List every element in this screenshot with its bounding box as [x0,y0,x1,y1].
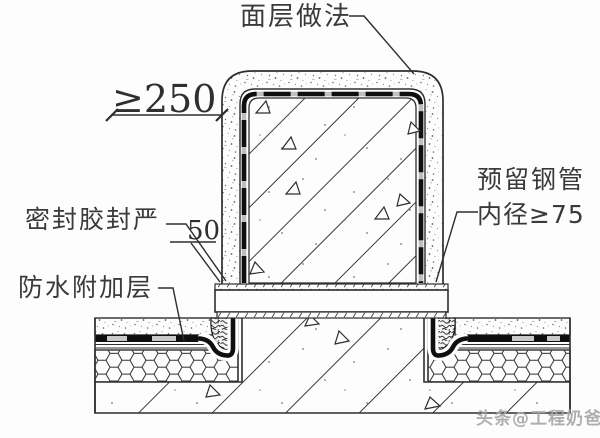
separation-layer-lines-right [456,344,570,349]
waterproof-added-layer-label: 防水附加层 [18,273,153,302]
flange-bottom-strip [216,311,447,319]
sealant-dimension: 50 [187,216,220,246]
membrane-gap [152,336,176,341]
membrane-gap [512,336,534,341]
waterproof-membrane-left [95,335,203,342]
dim-250-ticks [105,108,229,122]
flange-top-strip [214,283,449,291]
screed-layer-left [94,317,214,336]
membrane-gap [547,336,560,341]
min-height-dimension: ≥250 [112,77,216,121]
pipe-curb [221,70,444,284]
reserved-pipe-label-line2: 内径≥75 [477,200,585,229]
watermark: 头条@工程奶爸 [476,408,600,429]
cap-outer-edge [221,70,444,284]
concrete-triangle-symbols [205,313,442,410]
flange-plate [214,283,449,319]
leader-reserved-pipe [435,211,478,283]
structural-slab [94,313,571,414]
core-aggregate-dots [249,98,416,283]
sealant-label: 密封胶封严 [25,205,160,234]
membrane-gap [107,336,127,341]
flange-body [214,289,449,313]
concrete-triangle-symbols [249,99,422,275]
membrane-wrap-left [196,316,236,358]
cap-inner-edge [239,88,426,284]
penetration-sealant [196,313,470,362]
surface-finish-label: 面层做法 [240,2,352,32]
leader-surface-finish [349,15,415,75]
leader-waterproof-layer [158,287,185,342]
screed-layer-right [454,317,571,336]
curb-membrane [241,91,424,283]
leader-sealant [166,223,227,282]
separation-layer-lines-left [95,344,208,349]
membrane-wrap-right [430,316,470,358]
annotation-lines [105,15,478,342]
reserved-pipe-label-line1: 预留钢管 [477,165,585,194]
dim-50-leader [190,242,221,283]
